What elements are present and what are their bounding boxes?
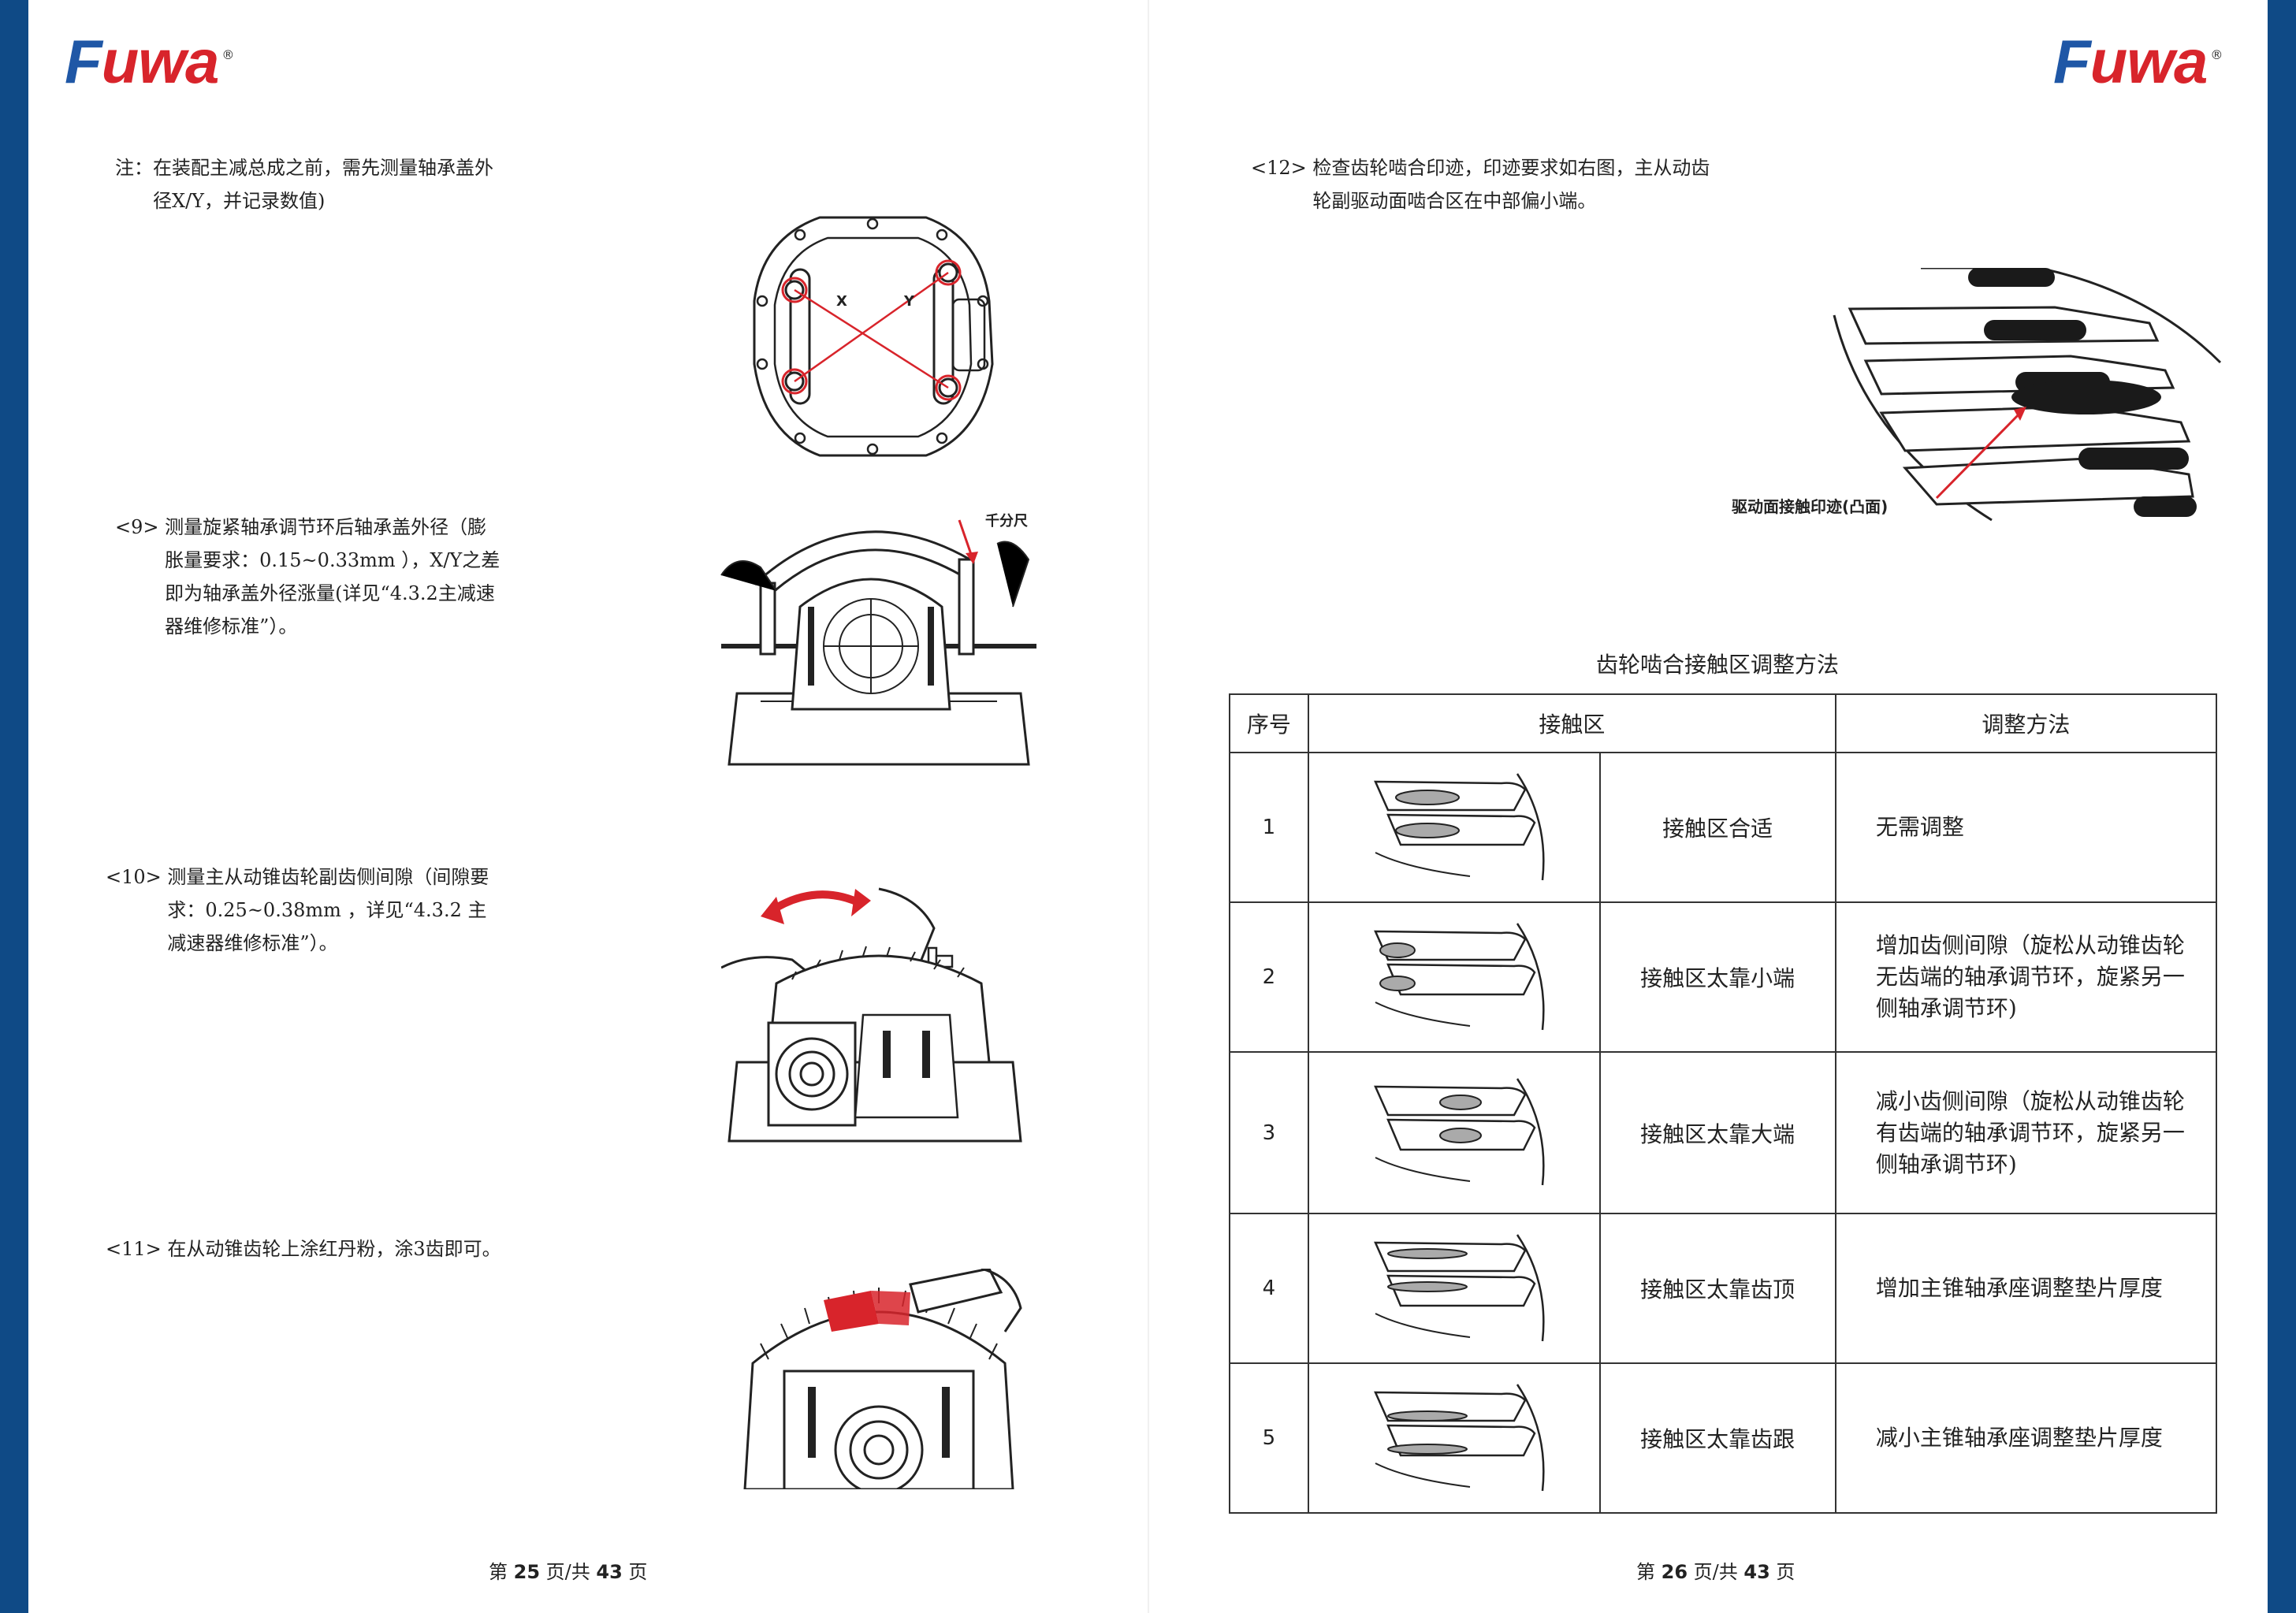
contact-patch-mark — [1386, 1410, 1468, 1422]
page-26: Fuwa ® <12> 检查齿轮啮合印迹，印迹要求如右图，主从动齿轮副驱动面啮合… — [1148, 0, 2296, 1613]
adjust-method: 减小主锥轴承座调整垫片厚度 — [1834, 1362, 2218, 1514]
tooth-pattern-figure — [1373, 922, 1545, 1030]
contact-zone: 接触区太靠齿跟 — [1598, 1362, 1836, 1514]
step-10-number: <10> — [106, 866, 168, 888]
footer-page-25: 第 25 页/共 43 页 — [489, 1561, 648, 1583]
row-number: 1 — [1229, 752, 1309, 903]
contact-patch-mark — [1394, 822, 1460, 838]
page-25: Fuwa ® 注： 在装配主减总成之前，需先测量轴承盖外径X/Y，并记录数值) — [65, 27, 1036, 1583]
tooth-pattern-figure — [1373, 1078, 1545, 1186]
adjust-method: 增加主锥轴承座调整垫片厚度 — [1834, 1213, 2218, 1364]
step-11: <11> 在从动锥齿轮上涂红丹粉，涂3齿即可。 — [106, 1232, 501, 1265]
tooth-pattern-cell — [1307, 1362, 1601, 1514]
step-9: <9> 测量旋紧轴承调节环后轴承盖外径（膨胀量要求：0.15~0.33mm ），… — [115, 511, 501, 643]
gear-callout-label: 驱动面接触印迹(凸面) — [1732, 497, 1889, 516]
step-11-number: <11> — [106, 1238, 168, 1260]
header-no: 序号 — [1229, 693, 1309, 753]
adjust-method: 无需调整 — [1834, 752, 2218, 903]
table-row: 4 接触区太靠齿顶增加主锥轴承座调整垫片厚度 — [1229, 1213, 2218, 1364]
step-9-text: 测量旋紧轴承调节环后轴承盖外径（膨胀量要求：0.15~0.33mm ），X/Y之… — [165, 516, 501, 637]
tooth-pattern-cell — [1307, 1213, 1601, 1364]
contact-patch-mark — [1438, 1128, 1482, 1143]
adjust-method: 减小齿侧间隙（旋松从动锥齿轮有齿端的轴承调节环，旋紧另一侧轴承调节环) — [1834, 1051, 2218, 1214]
gear-tooth-contact-figure — [1833, 268, 2222, 522]
step-12: <12> 检查齿轮啮合印迹，印迹要求如右图，主从动齿轮副驱动面啮合区在中部偏小端… — [1251, 151, 1716, 217]
contact-zone: 接触区合适 — [1598, 752, 1836, 903]
tooth-pattern-figure — [1373, 1383, 1545, 1491]
label-y: Y — [903, 293, 915, 310]
contact-patch-mark — [1386, 1247, 1468, 1259]
note-text: 在装配主减总成之前，需先测量轴承盖外径X/Y，并记录数值) — [153, 157, 493, 212]
contact-patch-mark — [1386, 1443, 1468, 1455]
left-edge-bar — [0, 0, 28, 1613]
contact-zone: 接触区太靠小端 — [1598, 901, 1836, 1053]
contact-patch-mark — [1386, 1280, 1468, 1292]
micrometer-figure: 千分尺 — [720, 513, 1036, 766]
fuwa-logo: Fuwa ® — [65, 27, 235, 96]
row-number: 3 — [1229, 1051, 1309, 1214]
bearing-cover-figure: X Y — [753, 216, 994, 457]
contact-patch-mark — [1438, 1095, 1482, 1110]
tooth-pattern-cell — [1307, 1051, 1601, 1214]
header-method: 调整方法 — [1834, 693, 2218, 753]
red-lead-figure — [743, 1269, 1022, 1489]
backlash-figure — [721, 887, 1022, 1143]
tooth-pattern-figure — [1373, 1233, 1545, 1341]
table-body: 1 接触区合适无需调整 2 接触区太靠小端增加齿侧间隙（旋松从动锥齿轮无齿端的轴承调节… — [1229, 752, 2218, 1514]
tooth-pattern-cell — [1307, 752, 1601, 903]
step-12-number: <12> — [1251, 157, 1313, 179]
row-number: 2 — [1229, 901, 1309, 1053]
step-10: <10> 测量主从动锥齿轮副齿侧间隙（间隙要求：0.25~0.38mm ，详见“… — [106, 860, 501, 960]
contact-patch-mark — [1394, 789, 1460, 805]
right-edge-bar — [2268, 0, 2296, 1613]
table-row: 5 接触区太靠齿跟减小主锥轴承座调整垫片厚度 — [1229, 1362, 2218, 1514]
header-zone: 接触区 — [1307, 693, 1836, 753]
label-x: X — [836, 293, 847, 310]
step-11-text: 在从动锥齿轮上涂红丹粉，涂3齿即可。 — [167, 1238, 501, 1260]
contact-patch-mark — [1379, 942, 1416, 958]
row-number: 5 — [1229, 1362, 1309, 1514]
step-10-text: 测量主从动锥齿轮副齿侧间隙（间隙要求：0.25~0.38mm ，详见“4.3.2… — [167, 866, 489, 954]
contact-adjustment-table: 序号 接触区 调整方法 1 接触区合适无需调整 2 接触区太靠小端增加齿侧间隙（旋松从… — [1229, 693, 2218, 1514]
fuwa-logo-right: Fuwa ® — [2053, 27, 2223, 96]
table-title: 齿轮啮合接触区调整方法 — [1596, 652, 1840, 678]
micrometer-label: 千分尺 — [985, 513, 1028, 530]
contact-zone: 接触区太靠大端 — [1598, 1051, 1836, 1214]
row-number: 4 — [1229, 1213, 1309, 1364]
tooth-pattern-figure — [1373, 772, 1545, 880]
note-block: 注： 在装配主减总成之前，需先测量轴承盖外径X/Y，并记录数值) — [115, 151, 501, 217]
table-row: 1 接触区合适无需调整 — [1229, 752, 2218, 903]
contact-patch-mark — [1379, 975, 1416, 991]
tooth-pattern-cell — [1307, 901, 1601, 1053]
table-row: 3 接触区太靠大端减小齿侧间隙（旋松从动锥齿轮有齿端的轴承调节环，旋紧另一侧轴承调… — [1229, 1051, 2218, 1214]
contact-zone: 接触区太靠齿顶 — [1598, 1213, 1836, 1364]
page-fold — [1148, 0, 1149, 1613]
table-row: 2 接触区太靠小端增加齿侧间隙（旋松从动锥齿轮无齿端的轴承调节环，旋紧另一侧轴承调… — [1229, 901, 2218, 1053]
step-12-text: 检查齿轮啮合印迹，印迹要求如右图，主从动齿轮副驱动面啮合区在中部偏小端。 — [1312, 157, 1710, 212]
adjust-method: 增加齿侧间隙（旋松从动锥齿轮无齿端的轴承调节环，旋紧另一侧轴承调节环) — [1834, 901, 2218, 1053]
footer-page-26: 第 26 页/共 43 页 — [1636, 1561, 1795, 1583]
step-9-number: <9> — [115, 516, 166, 538]
note-label: 注： — [115, 157, 153, 179]
